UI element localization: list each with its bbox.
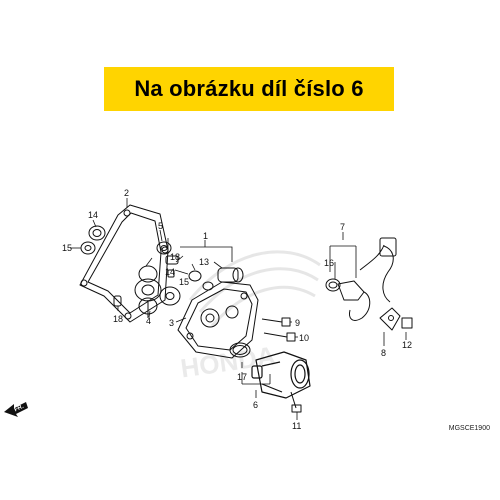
callout-14-left: 14 — [88, 210, 98, 220]
callout-6: 6 — [253, 400, 258, 410]
watermark-text: HONDA — [179, 340, 278, 383]
shift-motor-part-6 — [251, 351, 311, 399]
callout-15-right: 15 — [179, 277, 189, 287]
callout-labels: 2 14 15 5 1 18 13 14 15 4 18 3 7 16 9 10… — [62, 188, 412, 431]
leader-lines — [70, 198, 407, 420]
part-number-banner: Na obrázku díl číslo 6 — [104, 67, 394, 111]
callout-7: 7 — [340, 222, 345, 232]
banner-text: Na obrázku díl číslo 6 — [134, 76, 364, 101]
callout-1: 1 — [203, 231, 208, 241]
drawing-code: MGSCE1900 — [448, 425, 490, 432]
callout-4: 4 — [146, 316, 151, 326]
callout-18-top: 18 — [170, 252, 180, 262]
callout-8: 8 — [381, 348, 386, 358]
callout-10: 10 — [299, 333, 309, 343]
o-ring-part — [229, 342, 251, 358]
seal-part — [80, 241, 96, 255]
dowel-pin-part — [113, 295, 122, 307]
connector-part — [379, 237, 397, 257]
callout-11: 11 — [292, 421, 301, 431]
callout-2: 2 — [124, 188, 129, 198]
callout-16: 16 — [324, 258, 334, 268]
direction-label: FR. — [14, 404, 26, 414]
bolt-12-part — [401, 317, 413, 329]
angle-sensor-part — [325, 237, 397, 321]
callout-13: 13 — [199, 257, 209, 267]
gear-part — [134, 265, 181, 318]
callout-15-left: 15 — [62, 243, 72, 253]
bearing-part — [88, 225, 106, 241]
callout-5: 5 — [158, 221, 163, 231]
callout-17: 17 — [237, 372, 247, 382]
front-direction-arrow-icon: FR. — [4, 402, 28, 417]
callout-12: 12 — [402, 340, 412, 350]
clamp-bracket-part — [379, 307, 401, 331]
callout-14-right: 14 — [165, 267, 175, 277]
callout-9: 9 — [295, 318, 300, 328]
gearshift-cover-part — [177, 281, 259, 359]
callout-18-bottom: 18 — [113, 314, 123, 324]
callout-3: 3 — [169, 318, 174, 328]
